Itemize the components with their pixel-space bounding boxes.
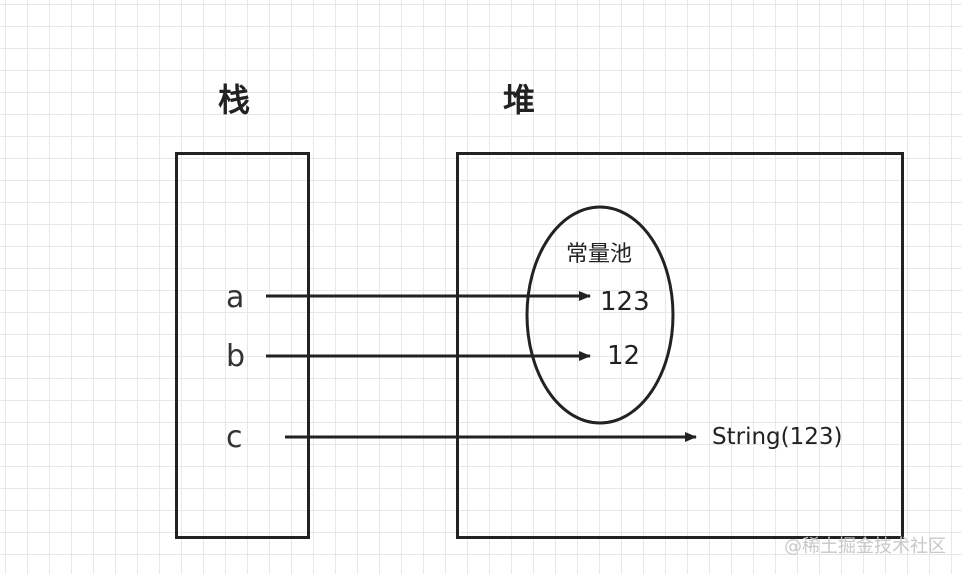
heap-title: 堆	[503, 81, 536, 119]
constant-pool-title: 常量池	[566, 242, 633, 267]
var-c: c	[226, 420, 243, 455]
var-b: b	[226, 339, 246, 374]
string-object: String(123)	[712, 424, 843, 450]
watermark: @稀土掘金技术社区	[784, 536, 946, 557]
heap-box	[456, 152, 904, 539]
pool-value-123: 123	[600, 287, 650, 317]
pool-value-12: 12	[607, 341, 641, 371]
constant-pool-ellipse	[525, 205, 675, 425]
stack-box	[175, 152, 310, 539]
var-a: a	[226, 280, 245, 315]
stack-title: 栈	[218, 81, 251, 119]
